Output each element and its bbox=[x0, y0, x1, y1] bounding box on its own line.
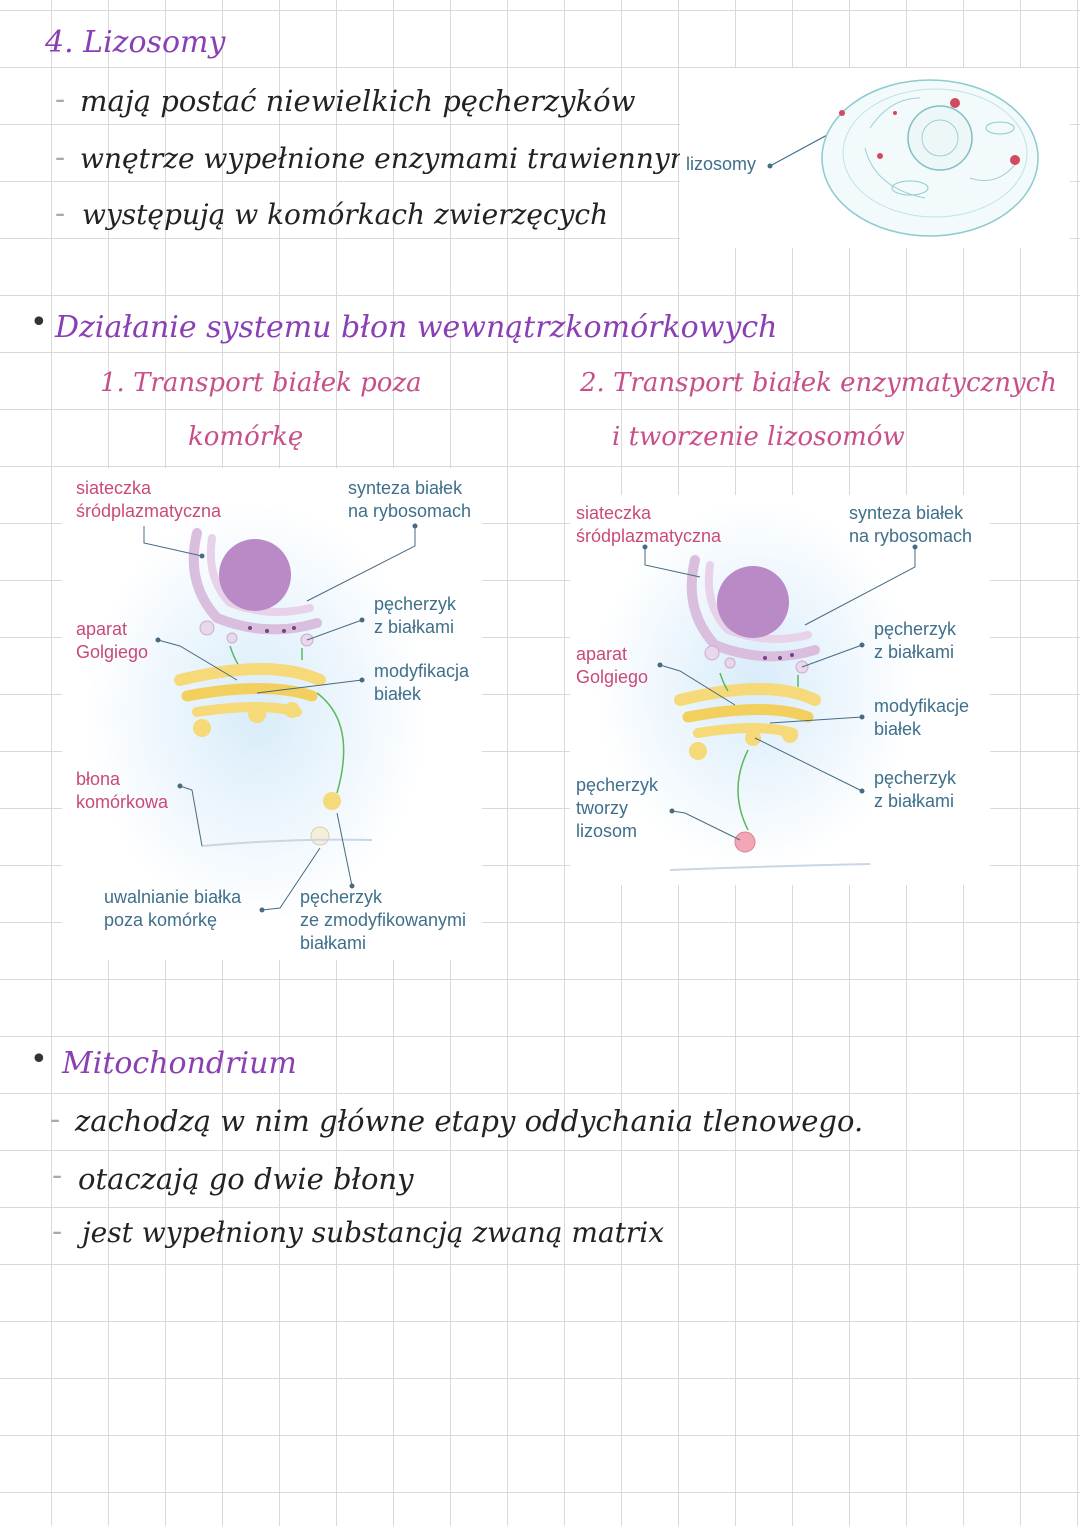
p1-label-modification: modyfikacja białek bbox=[374, 661, 470, 704]
p2-label-golgi: aparat Golgiego bbox=[576, 644, 649, 687]
p2-label-modification: modyfikacje białek bbox=[874, 696, 970, 739]
mitochondrion-item-1: zachodzą w nim główne etapy oddychania t… bbox=[75, 1104, 864, 1138]
p1-label-synthesis: synteza białek na rybosomach bbox=[348, 478, 472, 521]
p1-label-modified-vesicle: pęcherzyk ze zmodyfikowanymi białkami bbox=[300, 887, 467, 953]
membranes-heading: Działanie systemu błon wewnątrzkomórkowy… bbox=[55, 310, 778, 345]
mitochondrion-item-2: otaczają go dwie błony bbox=[78, 1162, 414, 1196]
panel2-title-line2: i tworzenie lizosomów bbox=[612, 422, 905, 452]
p2-label-er: siateczka śródplazmatyczna bbox=[576, 503, 722, 546]
lysosomes-item-3: występują w komórkach zwierzęcych bbox=[82, 198, 609, 231]
list-dash: - bbox=[55, 140, 66, 175]
panel2-title-line1: 2. Transport białek enzymatycznych bbox=[580, 368, 1057, 398]
list-dash: - bbox=[52, 1158, 63, 1193]
protein-export-diagram bbox=[87, 503, 427, 923]
mitochondrion-heading: Mitochondrium bbox=[62, 1046, 297, 1081]
list-dash: - bbox=[52, 1214, 63, 1249]
list-dash: - bbox=[55, 196, 66, 231]
p2-label-vesicle-2: pęcherzyk z białkami bbox=[874, 768, 957, 811]
mitochondrion-item-3: jest wypełniony substancją zwaną matrix bbox=[82, 1216, 665, 1249]
lysosomes-item-1: mają postać niewielkich pęcherzyków bbox=[80, 84, 636, 118]
bullet: • bbox=[30, 1042, 48, 1077]
p2-label-vesicle: pęcherzyk z białkami bbox=[874, 619, 957, 662]
bullet: • bbox=[30, 305, 48, 340]
panel1-title-line2: komórkę bbox=[188, 422, 304, 452]
p1-label-membrane: błona komórkowa bbox=[76, 769, 169, 812]
p1-label-golgi: aparat Golgiego bbox=[76, 619, 149, 662]
panel1-title-line1: 1. Transport białek poza bbox=[100, 368, 422, 398]
p1-label-release: uwalnianie białka poza komórkę bbox=[104, 887, 242, 930]
list-dash: - bbox=[50, 1102, 61, 1137]
p1-label-er: siateczka śródplazmatyczna bbox=[76, 478, 222, 521]
lysosomes-item-2: wnętrze wypełnione enzymami trawiennymi bbox=[80, 142, 706, 175]
lysosome-formation-diagram bbox=[595, 500, 918, 871]
p2-label-synthesis: synteza białek na rybosomach bbox=[849, 503, 973, 546]
p2-label-lysosome-forming: pęcherzyk tworzy lizosom bbox=[576, 775, 659, 841]
lysosomes-heading: 4. Lizosomy bbox=[45, 25, 226, 60]
list-dash: - bbox=[55, 82, 66, 117]
p1-label-vesicle: pęcherzyk z białkami bbox=[374, 594, 457, 637]
animal-cell-illustration bbox=[767, 79, 1039, 237]
lysosomes-diagram-label: lizosomy bbox=[686, 154, 757, 174]
